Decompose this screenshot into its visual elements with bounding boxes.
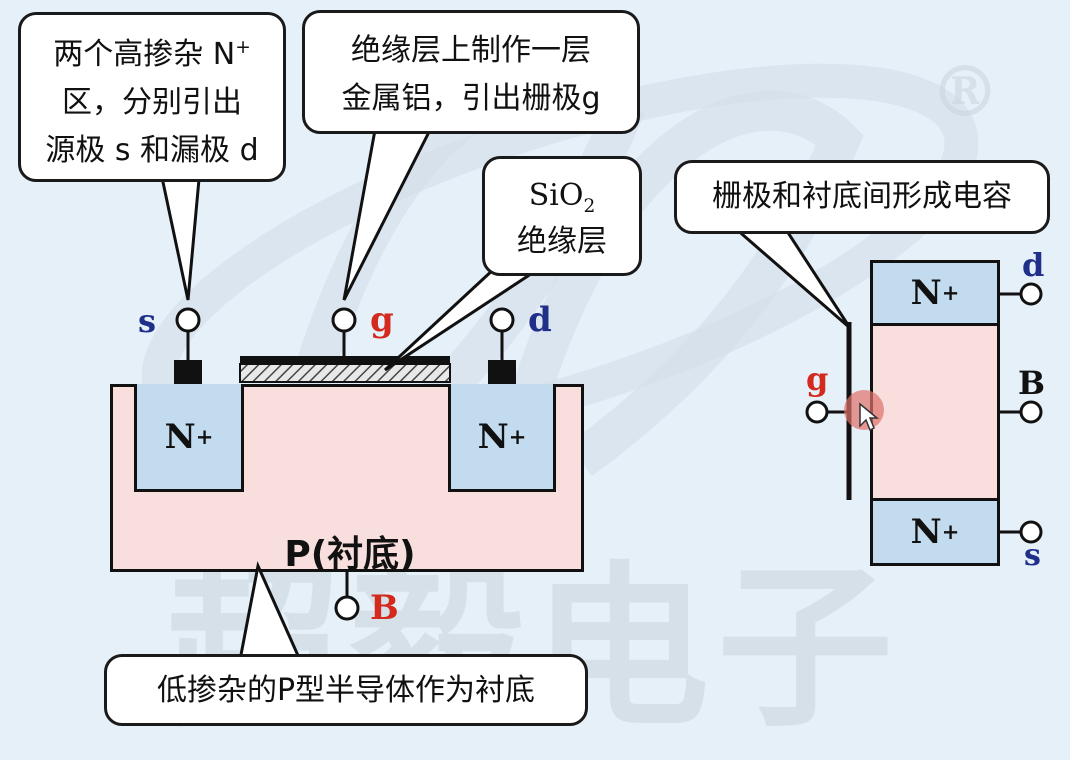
callout-substrate-text: 低掺杂的P型半导体作为衬底	[156, 673, 536, 708]
sio2-gate-layer	[158, 128, 852, 662]
callout-gate: 绝缘层上制作一层 金属铝，引出栅极g	[302, 10, 640, 134]
symbol-n-plus-bottom: N+	[870, 498, 1000, 566]
symbol-n-bottom-label: N	[910, 512, 942, 552]
symbol-terminal-d-label: d	[1022, 246, 1045, 284]
n-plus-region-left: N+	[134, 384, 244, 492]
callout-capacitor: 栅极和衬底间形成电容	[674, 160, 1050, 234]
symbol-n-plus-top: N+	[870, 260, 1000, 326]
terminal-b-label: B	[370, 588, 399, 628]
callout-sio2-formula: SiO2	[528, 178, 596, 217]
substrate-label: P(衬底)	[284, 534, 416, 575]
callout-gate-line2: 金属铝，引出栅极g	[341, 81, 601, 116]
callout-gate-line1: 绝缘层上制作一层	[351, 33, 591, 68]
n-right-label: N	[477, 416, 509, 457]
callout-source-drain-line1: 两个高掺杂 N+	[53, 37, 251, 72]
callout-capacitor-text: 栅极和衬底间形成电容	[712, 179, 1012, 214]
symbol-terminal-s-label: s	[1024, 538, 1041, 573]
symbol-terminal-b-label: B	[1018, 364, 1046, 402]
mosfet-diagram: 超毅电子 ® N+ N+ P(衬底)	[18, 10, 1050, 751]
callout-sio2: SiO2 绝缘层	[482, 156, 642, 276]
callout-sio2-line2: 绝缘层	[517, 224, 607, 259]
callout-substrate: 低掺杂的P型半导体作为衬底	[104, 654, 588, 726]
symbol-wires	[805, 282, 1043, 544]
terminal-d-label: d	[528, 300, 552, 340]
callout-source-drain: 两个高掺杂 N+ 区，分别引出 源极 s 和漏极 d	[18, 12, 286, 182]
callout-source-drain-line2: 区，分别引出	[62, 85, 242, 120]
callout-source-drain-line3: 源极 s 和漏极 d	[45, 133, 259, 168]
symbol-terminal-g-label: g	[806, 360, 829, 398]
terminal-s-label: s	[138, 302, 157, 340]
n-plus-region-right: N+	[448, 384, 556, 492]
symbol-n-top-label: N	[910, 273, 942, 313]
n-left-label: N	[164, 416, 196, 457]
terminal-g-label: g	[370, 300, 394, 340]
